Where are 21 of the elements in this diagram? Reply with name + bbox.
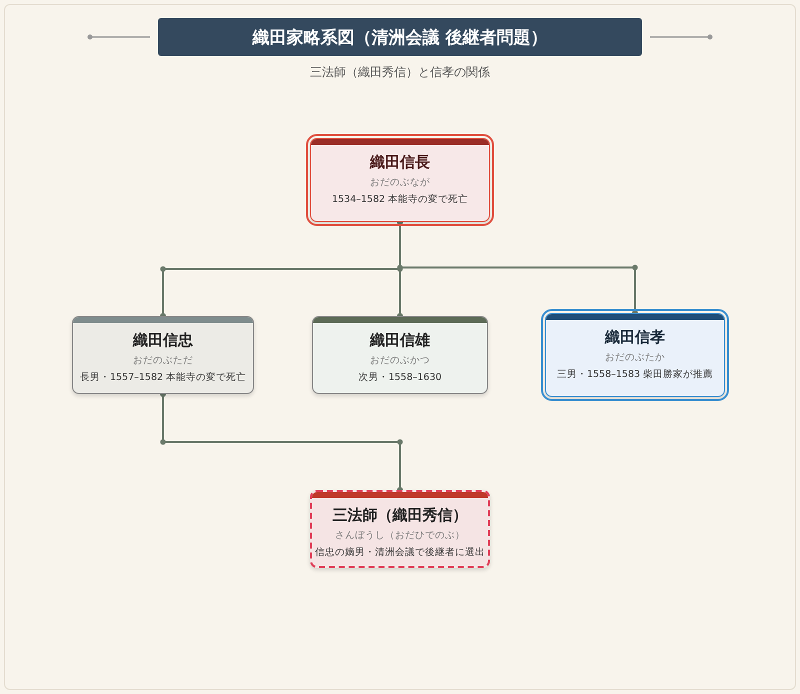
name-reading: おだのぶたか [604, 351, 666, 364]
name-reading: おだのぶなが [369, 176, 431, 189]
person-box [72, 316, 254, 394]
person-name: 織田信忠 [132, 331, 194, 350]
name-reading: おだのぶかつ [369, 354, 431, 367]
person-name: 三法師（織田秀信） [332, 506, 468, 525]
name-reading: さんぼうし（おだひでのぶ） [334, 529, 466, 542]
person-note: 三男・1558–1583 柴田勝家が推薦 [556, 368, 714, 381]
person-name: 織田信長 [368, 153, 431, 172]
person-name: 織田信雄 [368, 331, 431, 350]
name-reading: おだのぶただ [132, 354, 194, 367]
person-name: 織田信孝 [604, 328, 666, 347]
title-banner: 織田家略系図（清洲会議 後継者問題） [158, 18, 642, 56]
person-note: 信忠の嫡男・清洲会議で後継者に選出 [314, 546, 486, 559]
person-note: 長男・1557–1582 本能寺の変で死亡 [78, 371, 248, 384]
person-note: 次男・1558–1630 [357, 371, 443, 384]
subtitle: 三法師（織田秀信）と信孝の関係 [309, 64, 491, 81]
person-note: 1534–1582 本能寺の変で死亡 [330, 193, 470, 206]
person-box [312, 316, 488, 394]
tree-line [160, 391, 403, 493]
person-box [310, 490, 490, 568]
